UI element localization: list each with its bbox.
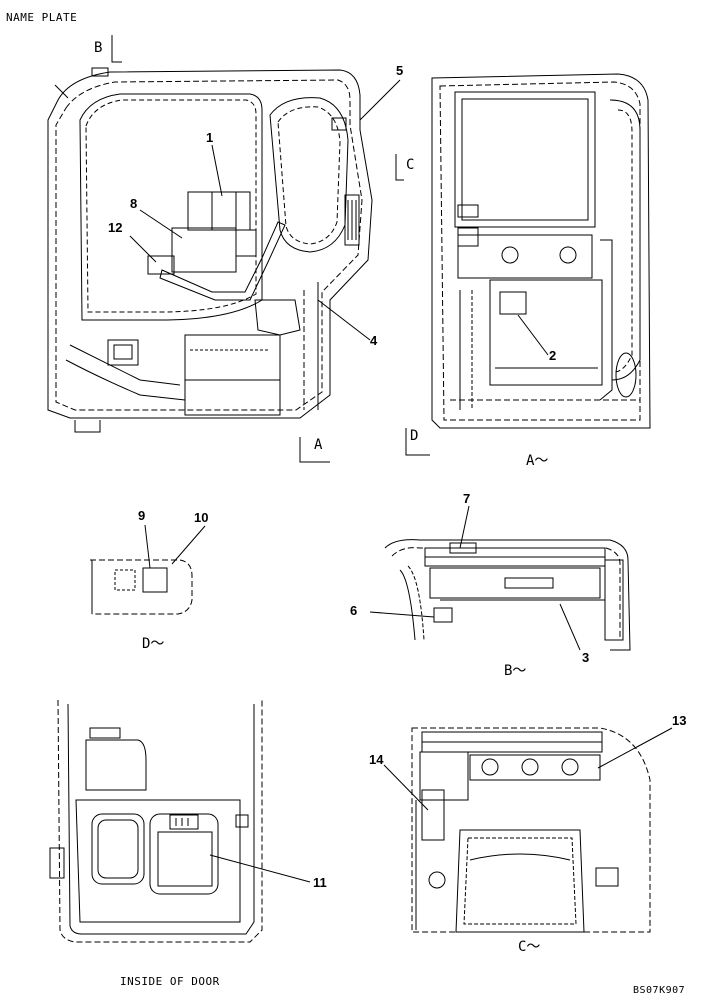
- callout-13: 13: [672, 713, 687, 728]
- view-d-drawing: [90, 559, 193, 615]
- view-a-drawing: [431, 73, 651, 429]
- view-mark-a: A: [314, 437, 323, 453]
- callout-7: 7: [463, 491, 471, 506]
- callout-11: 11: [313, 875, 327, 890]
- view-mark-c: C: [406, 157, 415, 173]
- view-mark-d: D: [410, 428, 419, 444]
- view-mark-b: B: [94, 40, 103, 56]
- callout-12: 12: [108, 220, 123, 235]
- view-b-drawing: [384, 539, 631, 651]
- cab-side-view: [47, 67, 373, 433]
- callout-2: 2: [549, 348, 557, 363]
- door-inside-drawing: [49, 699, 263, 943]
- callout-14: 14: [369, 752, 384, 767]
- view-title-b: B～: [504, 663, 527, 679]
- view-title-c: C～: [518, 939, 541, 955]
- callout-1: 1: [206, 130, 214, 145]
- callout-5: 5: [396, 63, 404, 78]
- callout-6: 6: [350, 603, 358, 618]
- inside-door-caption: INSIDE OF DOOR: [120, 975, 220, 988]
- callout-leaders: [129, 79, 673, 883]
- view-title-a: A～: [526, 453, 549, 469]
- name-plate-title: NAME PLATE: [6, 11, 78, 24]
- callout-9: 9: [138, 508, 146, 523]
- view-arrow-marks: [111, 35, 430, 463]
- view-title-d: D～: [142, 636, 165, 652]
- callout-8: 8: [130, 196, 138, 211]
- drawing-code: BS07K907: [633, 985, 686, 996]
- view-c-drawing: [411, 727, 651, 933]
- callout-10: 10: [194, 510, 209, 525]
- callout-4: 4: [370, 333, 378, 348]
- callout-3: 3: [582, 650, 590, 665]
